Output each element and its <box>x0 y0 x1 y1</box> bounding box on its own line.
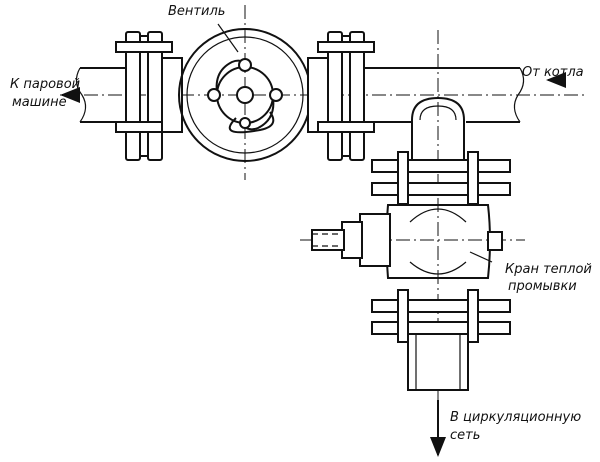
cock-upper-flange <box>371 151 511 205</box>
cock-body <box>311 204 503 279</box>
cock-label-line1: Кран теплой <box>505 262 592 277</box>
cock-lower-flange <box>371 289 511 343</box>
outlet-pipe <box>407 333 469 391</box>
flow-arrows <box>60 72 566 457</box>
right-pipe <box>364 67 525 123</box>
leader-lines <box>217 23 493 263</box>
to-engine-label-line2: машине <box>12 95 67 110</box>
branch-bend <box>411 96 465 165</box>
circulation-label-line1: В циркуляционную <box>450 410 582 425</box>
left-flange-pair <box>115 31 183 161</box>
to-engine-label-line1: К паровой <box>10 77 81 92</box>
from-boiler-label: От котла <box>522 65 584 80</box>
cock-label-line2: промывки <box>508 279 577 294</box>
right-flange-pair <box>307 31 375 161</box>
valve-label: Вентиль <box>168 4 226 19</box>
circulation-label-line2: сеть <box>450 428 481 443</box>
